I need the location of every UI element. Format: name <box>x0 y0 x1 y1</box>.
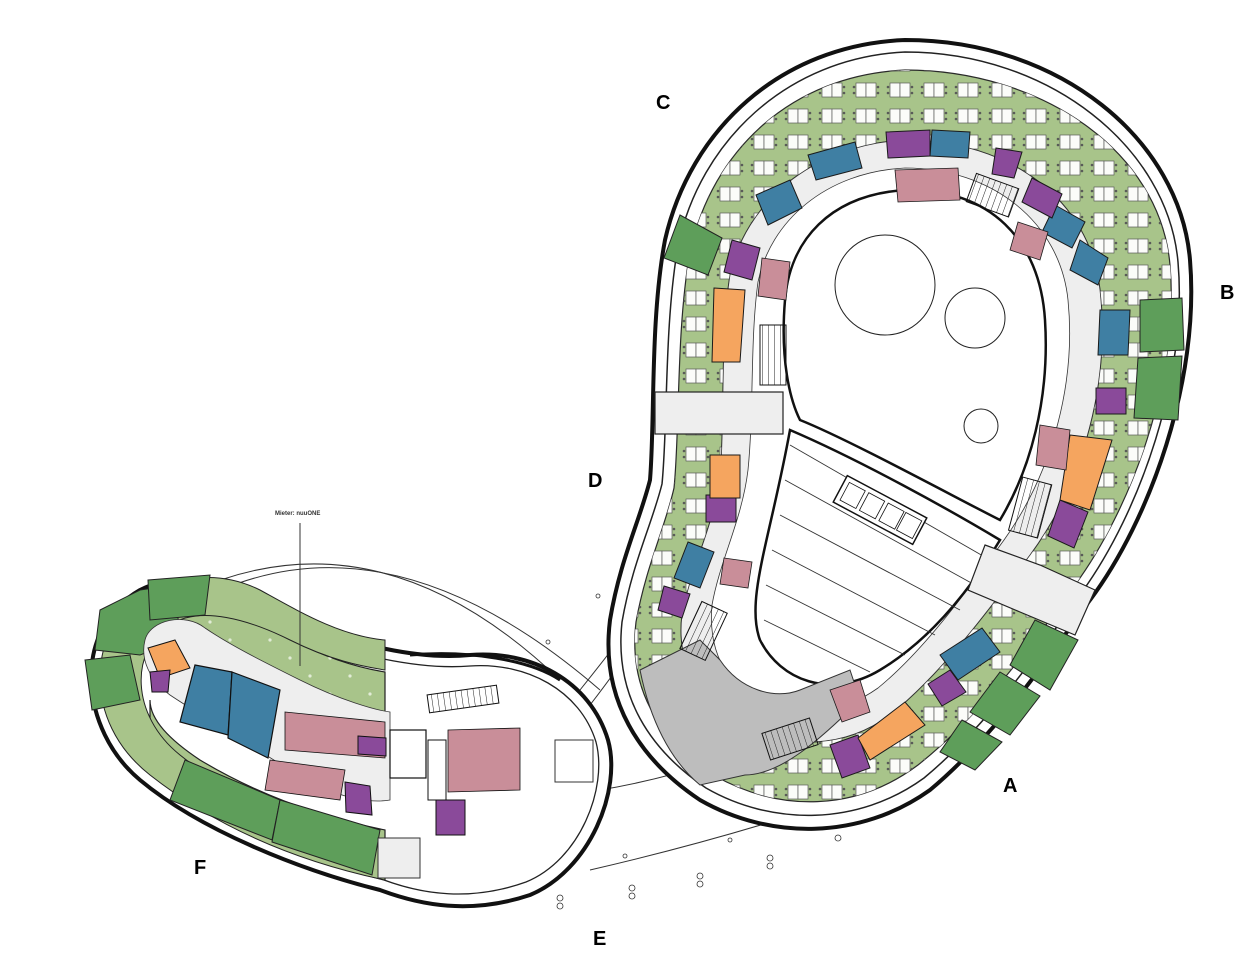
wing-label-e: E <box>593 928 607 950</box>
courtyard-tree-large <box>834 234 936 336</box>
stair-icon <box>679 172 1053 761</box>
atrium <box>754 428 1002 686</box>
wing-label-c: C <box>656 92 671 114</box>
left-building <box>84 574 614 909</box>
entrance-mat <box>377 837 421 879</box>
kitchen-orange-left <box>147 639 191 679</box>
meeting-rooms-blue-left <box>179 664 281 759</box>
courtyard-tree-small <box>963 408 999 444</box>
courtyard-tree-medium <box>944 287 1006 349</box>
kitchens-orange <box>709 287 1113 761</box>
enclosed-offices-dark <box>663 214 1185 771</box>
main-building <box>606 37 1194 831</box>
wing-label-f: F <box>194 857 207 879</box>
stair-icon <box>426 684 500 714</box>
cross-corridor-d <box>654 391 784 435</box>
column-icon <box>545 593 842 910</box>
site-arcs <box>109 563 841 871</box>
elevator-icon <box>389 729 427 779</box>
sanitary-cores-pink <box>719 167 1071 723</box>
storage-purple-left <box>149 669 171 693</box>
enclosed-offices-dark-left <box>84 574 381 876</box>
wing-label-d: D <box>588 470 603 492</box>
tenant-label: Mieter: nuuONE <box>275 511 321 517</box>
storage-rooms-purple <box>657 129 1127 779</box>
reception-area <box>554 739 594 783</box>
cross-corridor-a <box>967 544 1096 636</box>
elevator-icon <box>427 739 447 801</box>
atrium-bridge <box>832 474 928 546</box>
wing-label-a: A <box>1003 775 1018 797</box>
storage-rooms-purple-left <box>344 735 466 836</box>
wing-label-b: B <box>1220 282 1235 304</box>
